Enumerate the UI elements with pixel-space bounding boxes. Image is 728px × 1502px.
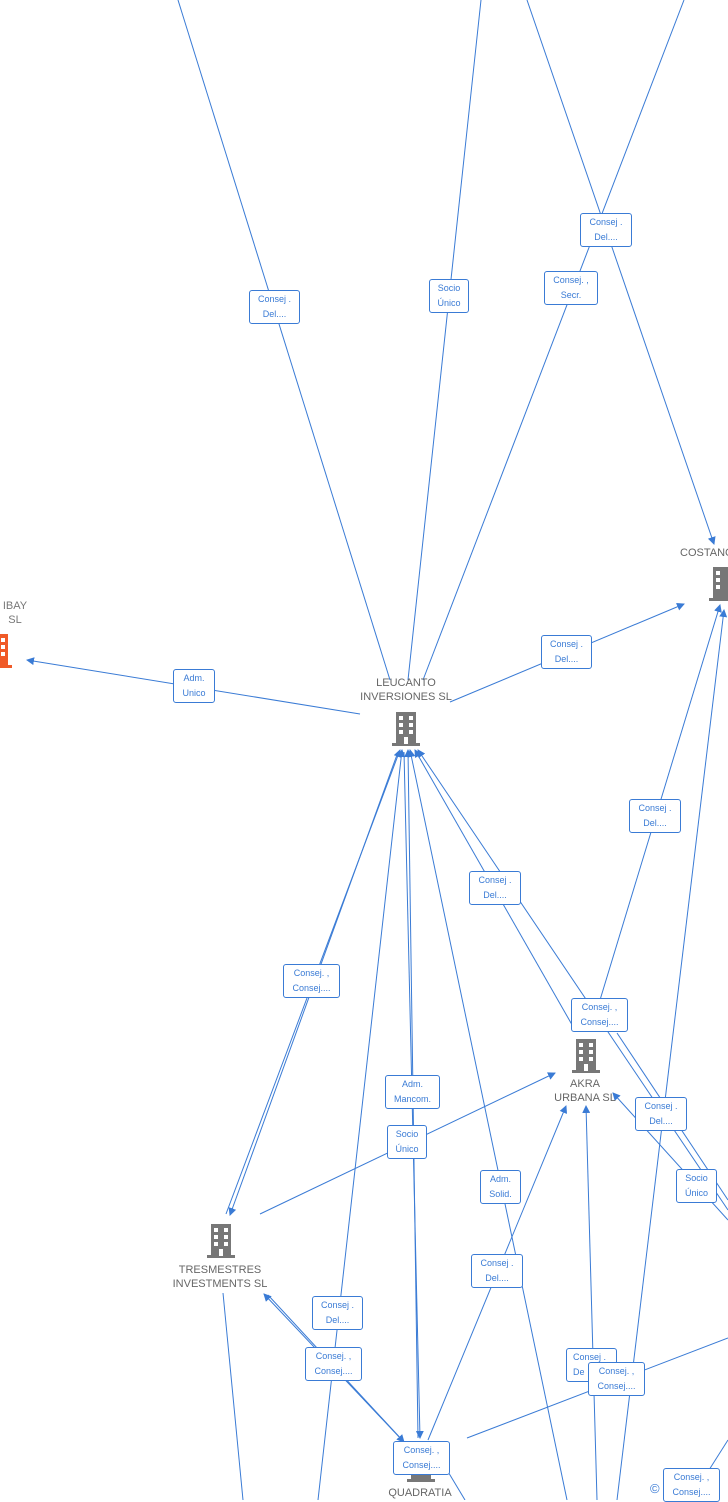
node-label: INVERSIONES SL xyxy=(360,691,452,703)
edge-label[interactable]: Consej. ,Consej.... xyxy=(283,964,340,998)
edge-label[interactable]: Consej .Del.... xyxy=(249,290,300,324)
building-icon xyxy=(207,1224,235,1258)
edge-label[interactable]: Adm.Solid. xyxy=(480,1170,521,1204)
node-akra[interactable]: AKRA URBANA SL xyxy=(540,1077,630,1105)
edge-label[interactable]: Adm.Mancom. xyxy=(385,1075,440,1109)
node-label: COSTANC xyxy=(680,547,728,559)
copyright-symbol: © xyxy=(650,1481,660,1496)
node-label: AKRA xyxy=(570,1078,600,1090)
edge-line xyxy=(526,0,716,545)
node-label: IBAY xyxy=(2,600,28,612)
edge-label[interactable]: Consej. ,Consej.... xyxy=(588,1362,645,1396)
building-icon-highlighted xyxy=(0,634,12,668)
edge-label[interactable]: Consej .Del.... xyxy=(541,635,592,669)
node-label: SL xyxy=(8,614,22,626)
node-label: TRESMESTRES xyxy=(178,1264,262,1276)
edge-line xyxy=(407,0,482,681)
edge-label[interactable]: Consej .Del.... xyxy=(312,1296,363,1330)
edge-line xyxy=(407,749,568,1500)
node-leucanto[interactable]: LEUCANTO INVERSIONES SL xyxy=(348,676,464,704)
node-label: QUADRATIA xyxy=(388,1487,452,1499)
edge-label[interactable]: Consej .Del.... xyxy=(635,1097,687,1131)
edge-label[interactable]: Consej .Del.... xyxy=(471,1254,523,1288)
edge-label[interactable]: Adm.Unico xyxy=(173,669,215,703)
edge-line xyxy=(222,1292,244,1500)
building-icon xyxy=(572,1039,600,1073)
edge-line xyxy=(422,0,685,681)
node-label: LEUCANTO xyxy=(376,677,436,689)
edge-label[interactable]: Consej .Del.... xyxy=(469,871,521,905)
node-tresmestres[interactable]: TRESMESTRES INVESTMENTS SL xyxy=(160,1263,280,1291)
edge-line xyxy=(446,1469,466,1500)
edge-label[interactable]: Consej. ,Consej.... xyxy=(663,1468,720,1502)
building-icon xyxy=(709,567,728,601)
node-ibay[interactable]: IBAY SL xyxy=(0,599,40,627)
edge-line xyxy=(582,1105,598,1500)
edge-line xyxy=(616,609,728,1500)
node-label: INVESTMENTS SL xyxy=(172,1278,268,1290)
edge-label[interactable]: Consej. ,Secr. xyxy=(544,271,598,305)
node-quadratia[interactable]: QUADRATIA xyxy=(370,1486,470,1500)
edge-label[interactable]: Consej. ,Consej.... xyxy=(305,1347,362,1381)
node-label: URBANA SL xyxy=(554,1092,616,1104)
edge-label[interactable]: Consej. ,Consej.... xyxy=(393,1441,450,1475)
edge-line xyxy=(177,0,391,681)
edge-label[interactable]: Consej .Del.... xyxy=(629,799,681,833)
building-icon xyxy=(407,1470,435,1482)
edge-label[interactable]: Consej. ,Consej.... xyxy=(571,998,628,1032)
edge-label[interactable]: Consej .Del.... xyxy=(580,213,632,247)
building-icon xyxy=(392,712,420,746)
edge-line xyxy=(417,749,728,1211)
node-costanc[interactable]: COSTANC xyxy=(680,546,728,560)
